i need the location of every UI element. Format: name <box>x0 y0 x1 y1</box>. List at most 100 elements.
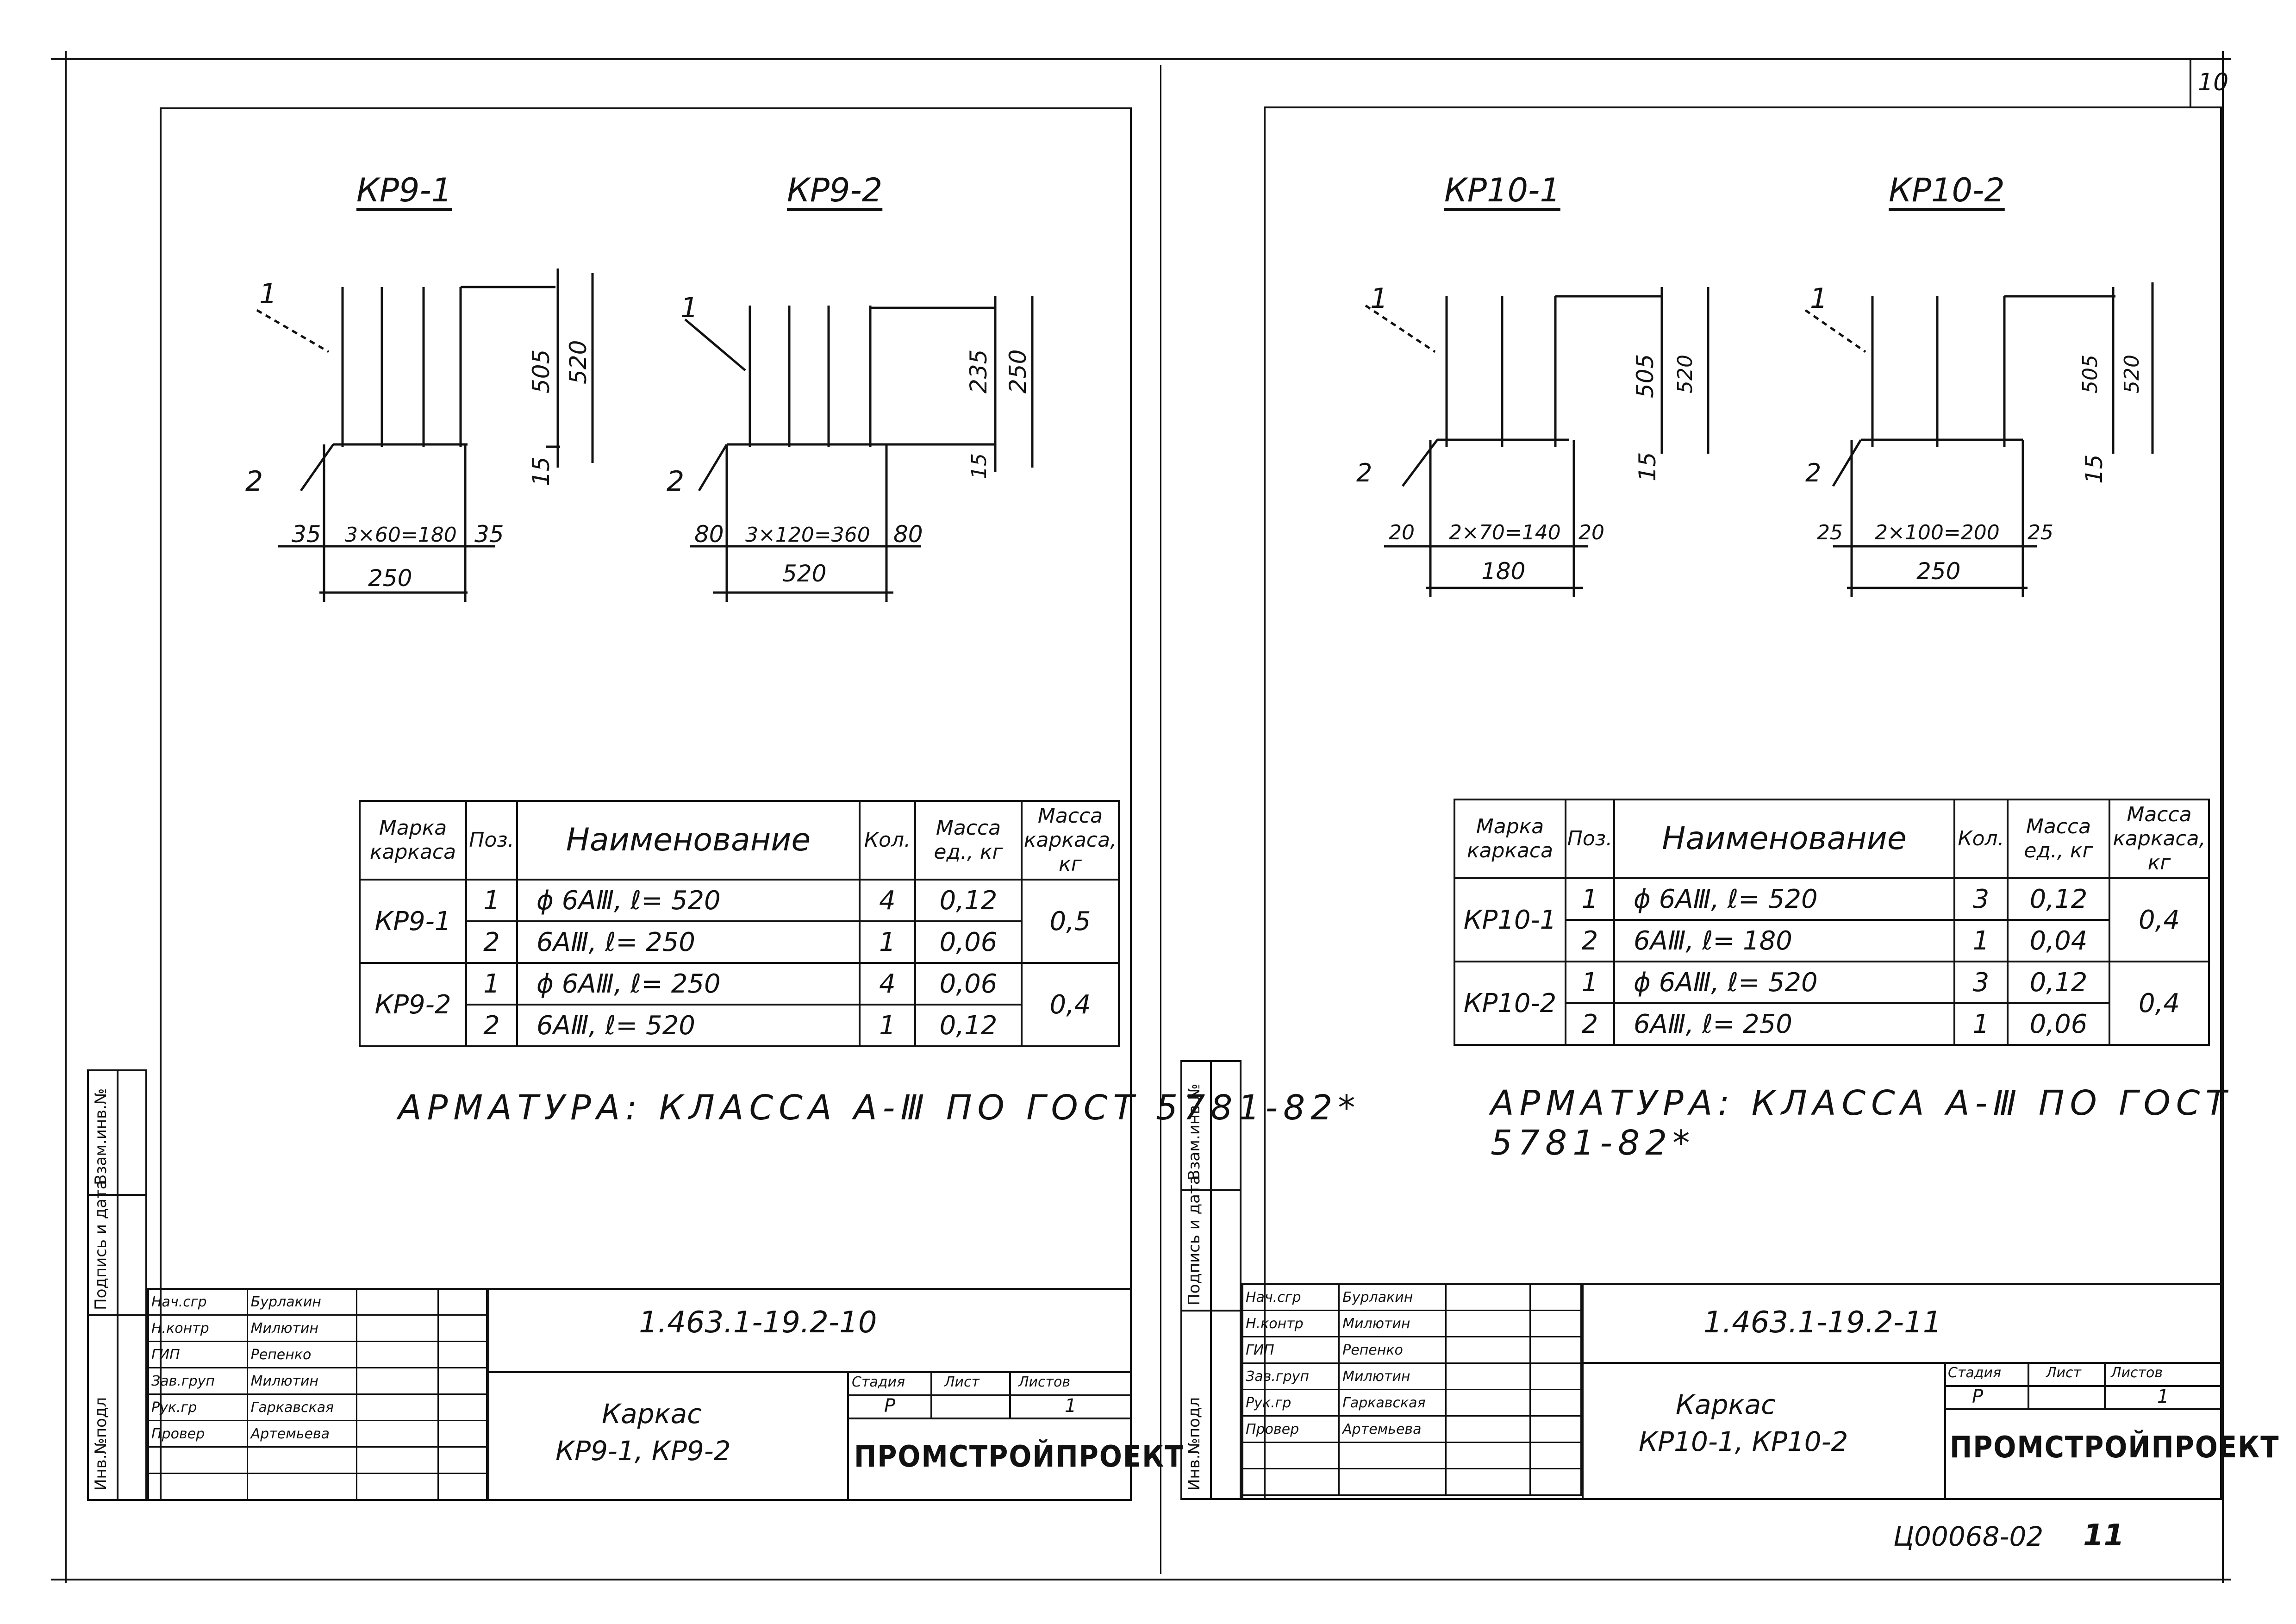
kr10-1-h-total: 520 <box>1673 355 1697 394</box>
cell-total: 0,4 <box>2109 877 2210 962</box>
cell-name: ϕ 6АⅢ, ℓ= 520 <box>516 879 861 922</box>
kr9-1-pos1: 1 <box>259 278 277 310</box>
sheet-2-sheets-label: Листов <box>2111 1365 2163 1381</box>
person: Милютин <box>1338 1310 1447 1337</box>
cell-mass: 0,06 <box>914 962 1023 1006</box>
sheet-2-side-strip <box>1180 1060 1242 1500</box>
kr9-2-pos1: 1 <box>680 292 699 324</box>
left-border-line <box>65 51 67 1583</box>
cell-qty: 1 <box>859 920 916 964</box>
cell-mark: КР9-1 <box>359 879 467 964</box>
kr10-2-h-bars: 505 <box>2078 355 2102 394</box>
table-row: 2 6АⅢ, ℓ= 250 1 0,06 <box>1454 1002 2209 1046</box>
role: ГИП <box>147 1341 248 1368</box>
signature-row: Рук.гр Гаркавская <box>147 1393 487 1421</box>
cell-mass: 0,04 <box>2007 919 2110 962</box>
cell-mass: 0,06 <box>914 920 1023 964</box>
cell-pos: 1 <box>465 962 518 1006</box>
archive-code: Ц00068-02 <box>1893 1521 2044 1552</box>
signature-row: Н.контр Милютин <box>147 1314 487 1342</box>
col-header-name: Наименование <box>516 800 861 881</box>
table-row: КР10-2 1 ϕ 6АⅢ, ℓ= 520 3 0,12 0,4 <box>1454 961 2210 1046</box>
sheet-2-org: ПРОМСТРОЙПРОЕКТ <box>1950 1430 2280 1465</box>
sheet-1-stage-label: Стадия <box>852 1374 905 1390</box>
cell-total: 0,4 <box>2109 961 2210 1046</box>
signature-row: Зав.груп Милютин <box>147 1367 487 1395</box>
kr10-1-pos1: 1 <box>1370 282 1388 315</box>
person: Гаркавская <box>1338 1389 1447 1417</box>
page-number: 10 <box>2198 69 2229 96</box>
sheet-1-note: АРМАТУРА: КЛАССА А-Ⅲ ПО ГОСТ 5781-82* <box>398 1088 1361 1128</box>
col-header-total: Масса каркаса, кг <box>2109 799 2210 879</box>
person: Артемьева <box>246 1420 358 1448</box>
kr10-1-width: 180 <box>1481 558 1526 585</box>
table-row: 2 6АⅢ, ℓ= 180 1 0,04 <box>1454 919 2209 962</box>
sheet-2-doc-code: 1.463.1-19.2-11 <box>1703 1305 1942 1340</box>
signature-row: ГИП Репенко <box>1241 1336 1582 1364</box>
signature-row: ГИП Репенко <box>147 1341 487 1368</box>
cell-total: 0,5 <box>1021 879 1120 964</box>
kr9-1-h-total: 520 <box>565 340 592 384</box>
cell-mass: 0,12 <box>914 1004 1023 1047</box>
sheet-2-name-line1: Каркас <box>1676 1389 1776 1420</box>
kr9-2-spacing-right: 80 <box>893 521 923 548</box>
role: Зав.груп <box>1241 1362 1340 1390</box>
kr9-2-spacing-left: 80 <box>694 521 724 548</box>
cell-pos: 1 <box>1565 877 1615 921</box>
col-header-pos: Поз. <box>465 800 518 881</box>
sheet-2-note: АРМАТУРА: КЛАССА А-Ⅲ ПО ГОСТ 5781-82* <box>1491 1083 2232 1163</box>
col-header-mass: Масса ед., кг <box>914 800 1023 881</box>
signature-row: Провер Артемьева <box>1241 1415 1582 1443</box>
sheet-2-title-b: КР10-2 <box>1889 171 2005 209</box>
sheet-2-signature-grid: Нач.сгр Бурлакин Н.контр Милютин ГИП Реп… <box>1241 1283 1582 1496</box>
person: Репенко <box>246 1341 358 1368</box>
cell-pos: 1 <box>465 879 518 922</box>
cell-name: ϕ 6АⅢ, ℓ= 250 <box>516 962 861 1006</box>
cell-qty: 3 <box>1953 877 2009 921</box>
top-border-line <box>51 58 2231 60</box>
kr10-2-h-offset: 15 <box>2081 454 2108 484</box>
cell-total: 0,4 <box>1021 962 1120 1047</box>
col-header-mark: Марка каркаса <box>1454 799 1566 879</box>
cell-mark: КР10-1 <box>1454 877 1566 962</box>
archive-sheet: 11 <box>2083 1518 2125 1553</box>
kr10-1-spacing-right: 20 <box>1578 521 1604 544</box>
cell-mass: 0,12 <box>2007 961 2110 1004</box>
col-header-pos: Поз. <box>1565 799 1615 879</box>
kr9-1-spacing: 3×60=180 <box>345 523 457 547</box>
role: Н.контр <box>147 1314 248 1342</box>
sheet-2-sheet-label: Лист <box>2046 1365 2082 1381</box>
table-row: КР9-1 1 ϕ 6АⅢ, ℓ= 520 4 0,12 0,5 <box>359 879 1120 964</box>
signature-row: Н.контр Милютин <box>1241 1310 1582 1337</box>
col-header-total: Масса каркаса, кг <box>1021 800 1120 881</box>
sheet-1-side-strip <box>87 1069 147 1501</box>
sheet-1-stage: Р <box>884 1395 896 1417</box>
sheet-1-title-b: КР9-2 <box>787 171 883 209</box>
sheet-1-name-line1: Каркас <box>602 1398 702 1430</box>
table-row: 2 6АⅢ, ℓ= 520 1 0,12 <box>360 1004 1119 1047</box>
kr10-1-spacing-left: 20 <box>1389 521 1415 544</box>
table-row: КР9-2 1 ϕ 6АⅢ, ℓ= 250 4 0,06 0,4 <box>359 962 1120 1047</box>
sheet-2-stage: Р <box>1972 1386 1984 1407</box>
right-border-line <box>2222 51 2224 1583</box>
sheet-1-org: ПРОМСТРОЙПРОЕКТ <box>854 1440 1184 1474</box>
person: Милютин <box>246 1367 358 1395</box>
kr10-2-spacing-left: 25 <box>1817 521 1843 544</box>
kr10-1-pos2: 2 <box>1356 458 1373 487</box>
cell-name: 6АⅢ, ℓ= 250 <box>516 920 861 964</box>
kr9-1-width: 250 <box>368 565 412 592</box>
cell-qty: 4 <box>859 879 916 922</box>
sheet-2-title-a: КР10-1 <box>1444 171 1560 209</box>
person: Бурлакин <box>246 1288 358 1316</box>
col-header-mark: Марка каркаса <box>359 800 467 881</box>
cell-qty: 1 <box>859 1004 916 1047</box>
middle-fold-line <box>1160 65 1161 1574</box>
sheet-1-sheets-label: Листов <box>1018 1374 1071 1390</box>
signature-row: Рук.гр Гаркавская <box>1241 1389 1582 1417</box>
cell-pos: 2 <box>1565 1002 1615 1046</box>
kr10-1-h-offset: 15 <box>1634 452 1661 481</box>
col-header-qty: Кол. <box>1953 799 2009 879</box>
sheet-1-name-line2: КР9-1, КР9-2 <box>555 1435 731 1467</box>
kr9-1-h-bars: 505 <box>528 349 555 394</box>
cell-name: ϕ 6АⅢ, ℓ= 520 <box>1613 961 1955 1004</box>
